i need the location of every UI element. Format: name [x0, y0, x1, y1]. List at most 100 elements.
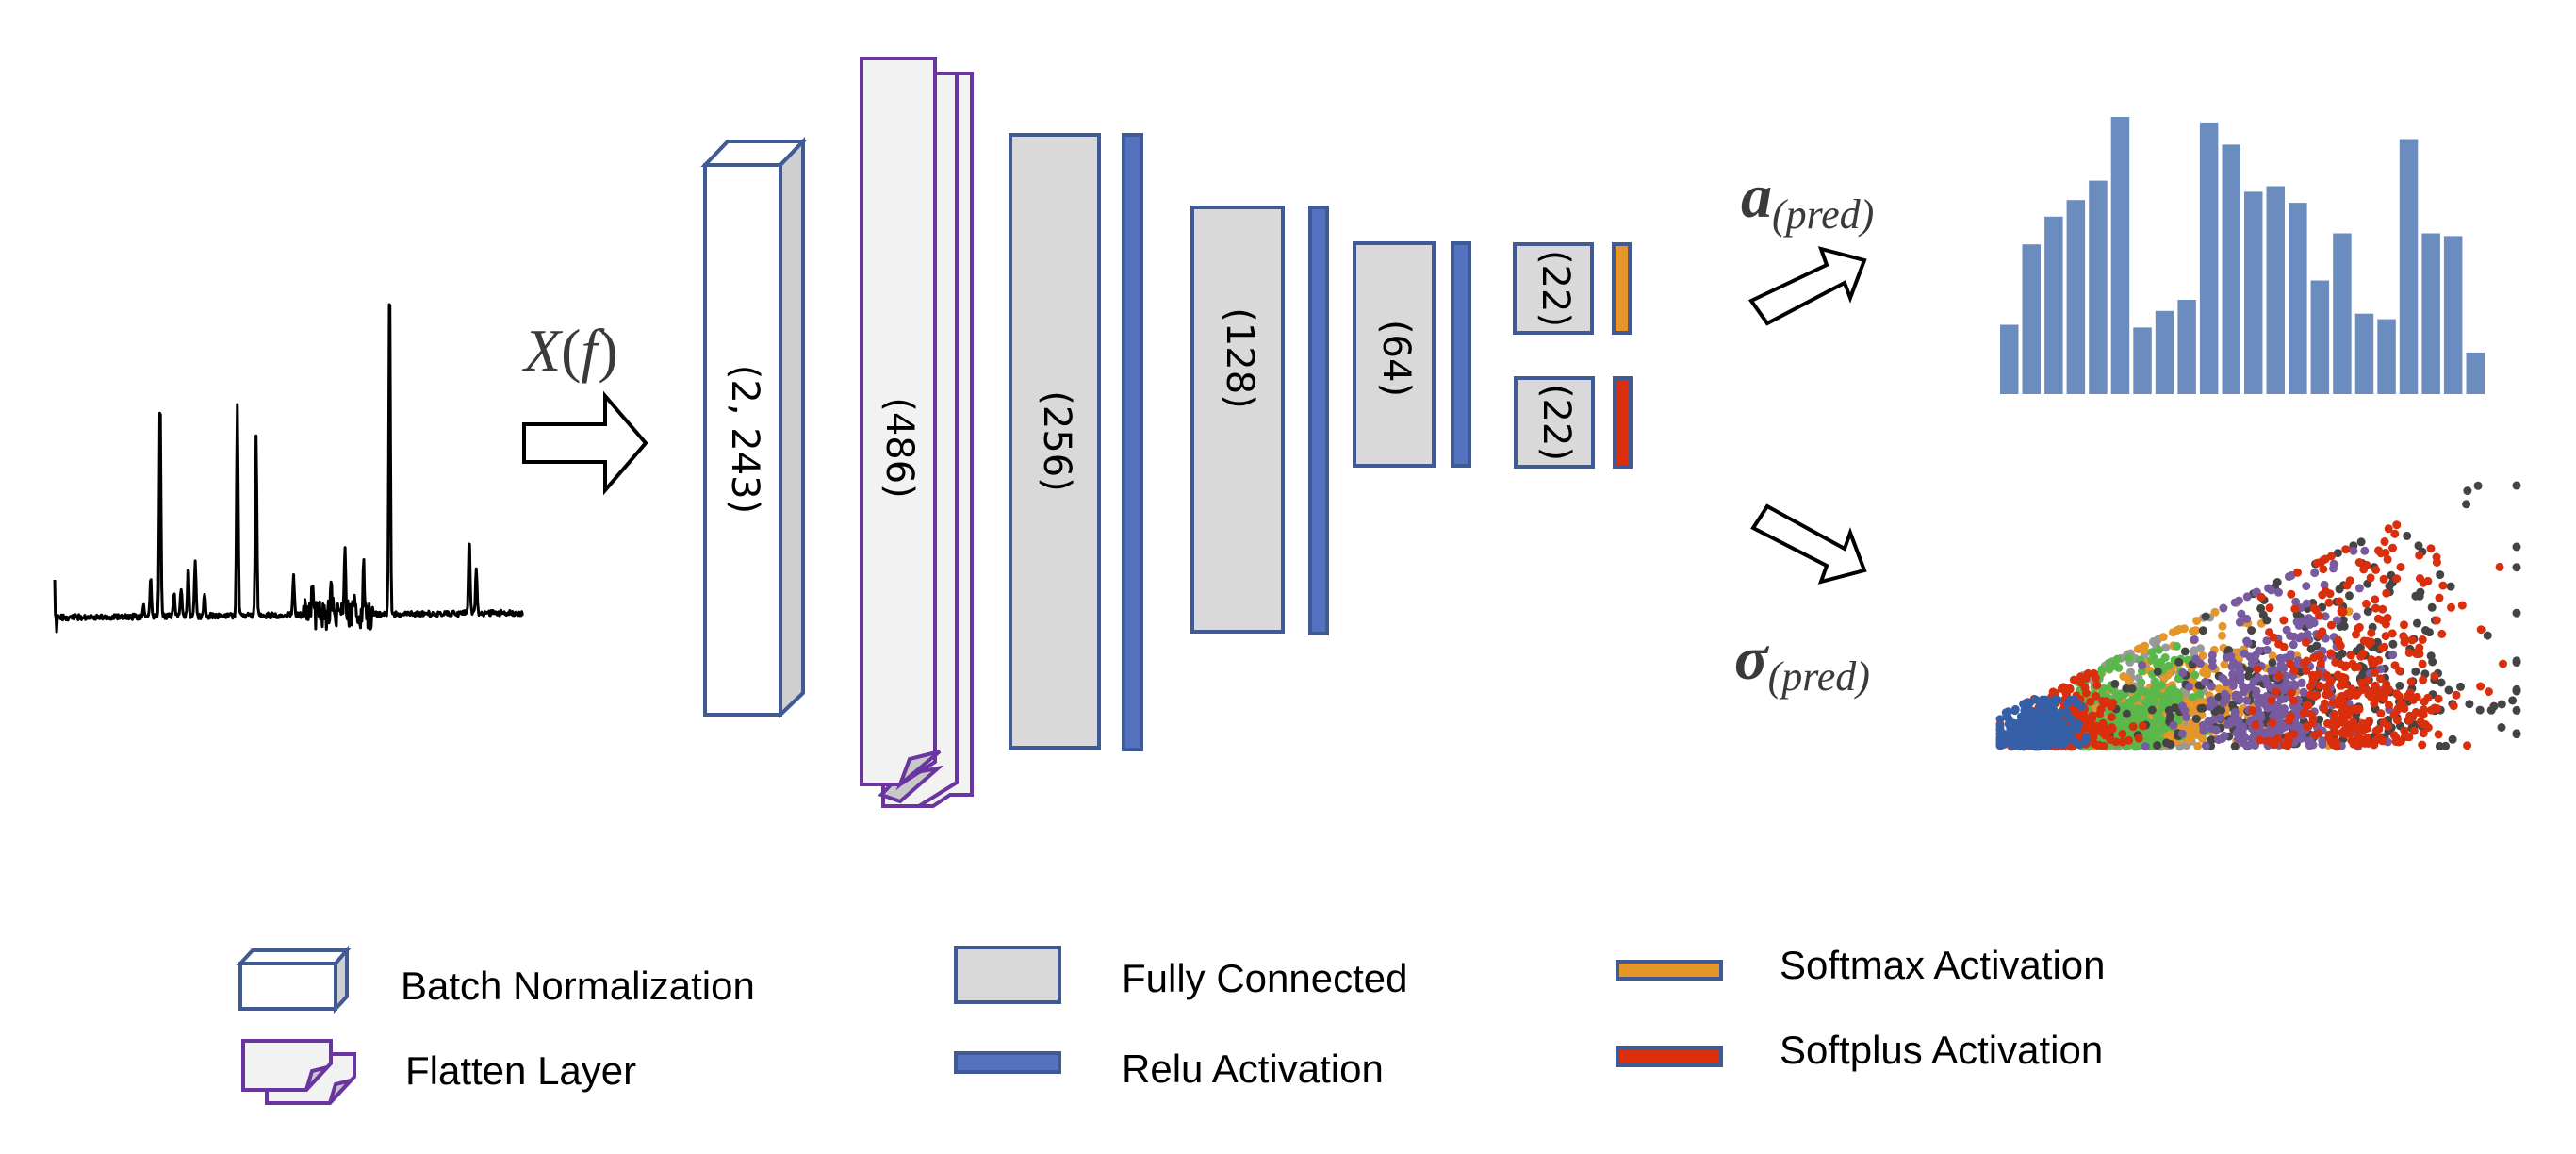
scatter-point — [2476, 625, 2486, 635]
scatter-point — [2218, 673, 2227, 683]
scatter-point — [2247, 658, 2256, 668]
scatter-point — [2137, 678, 2146, 687]
scatter-point — [2230, 707, 2240, 717]
scatter-point — [2210, 607, 2220, 617]
scatter-point — [2357, 685, 2367, 695]
scatter-point — [2192, 617, 2202, 625]
scatter-point — [2371, 603, 2380, 613]
scatter-point — [2198, 651, 2207, 660]
legend-item-flatten: Flatten Layer — [241, 1039, 636, 1105]
scatter-point — [2380, 537, 2389, 546]
scatter-point — [2128, 722, 2138, 732]
scatter-point — [2384, 524, 2393, 534]
scatter-point — [2387, 629, 2397, 638]
scatter-point — [2371, 681, 2380, 690]
scatter-point — [2155, 681, 2164, 690]
scatter-point — [2294, 620, 2304, 630]
scatter-point — [2065, 684, 2075, 693]
scatter-point — [2497, 700, 2506, 709]
scatter-point — [2338, 729, 2347, 737]
scatter-point — [2378, 616, 2387, 625]
scatter-point — [2256, 735, 2265, 745]
scatter-point — [2207, 656, 2217, 666]
scatter-point — [2512, 684, 2521, 694]
flatten-front-page — [860, 57, 937, 786]
scatter-point — [2216, 713, 2225, 722]
scatter-point — [2013, 740, 2022, 750]
scatter-point — [2242, 592, 2252, 602]
scatter-point — [2169, 720, 2178, 730]
legend-label-softplus: Softplus Activation — [1780, 1028, 2103, 1072]
output-sigma-label: σ(pred) — [1734, 624, 1870, 700]
scatter-point — [2404, 649, 2414, 657]
scatter-point — [2301, 637, 2310, 647]
scatter-point — [2279, 616, 2289, 625]
scatter-point — [2448, 734, 2457, 744]
scatter-point — [2272, 707, 2282, 716]
scatter-point — [2357, 678, 2366, 687]
scatter-point — [2167, 693, 2176, 702]
scatter-point — [2347, 736, 2356, 745]
scatter-point — [2251, 720, 2260, 730]
scatter-point — [2306, 682, 2315, 691]
scatter-point — [2302, 701, 2311, 711]
relu-activation-1 — [1122, 133, 1143, 751]
scatter-point — [2486, 705, 2496, 715]
scatter-point — [2382, 588, 2391, 598]
scatter-point — [2437, 629, 2447, 638]
scatter-point — [2427, 602, 2437, 612]
scatter-point — [2403, 731, 2412, 740]
scatter-point — [2141, 742, 2150, 751]
scatter-point — [2381, 632, 2390, 641]
scatter-point — [2195, 689, 2205, 699]
scatter-point — [2335, 597, 2344, 606]
scatter-point — [2352, 630, 2360, 639]
scatter-point — [2264, 584, 2273, 593]
scatter-point — [2371, 595, 2380, 604]
scatter-point — [2299, 687, 2308, 697]
scatter-point — [2405, 688, 2415, 698]
histogram-bar-5 — [2089, 180, 2108, 394]
scatter-point — [2228, 677, 2238, 686]
scatter-point — [2497, 723, 2506, 732]
fc-legend-icon — [954, 946, 1061, 1004]
scatter-point — [2262, 616, 2272, 625]
scatter-point — [2287, 688, 2296, 698]
scatter-point — [2456, 682, 2465, 691]
input-arrow-icon — [522, 390, 648, 496]
scatter-point — [2172, 641, 2181, 651]
scatter-point — [2418, 719, 2427, 729]
scatter-point — [2224, 646, 2234, 654]
scatter-point — [2070, 695, 2079, 704]
scatter-point — [2452, 690, 2461, 700]
scatter-point — [2220, 689, 2229, 699]
scatter-point — [2282, 678, 2291, 687]
scatter-point — [2218, 631, 2226, 640]
scatter-point — [2396, 699, 2405, 708]
scatter-point — [2349, 546, 2358, 555]
scatter-point — [2161, 643, 2171, 652]
output-sigma-arrow-icon — [1750, 503, 1867, 585]
scatter-point — [2434, 730, 2443, 739]
scatter-point — [2180, 706, 2190, 716]
legend-label-softmax: Softmax Activation — [1780, 943, 2106, 987]
scatter-point — [2360, 546, 2370, 555]
histogram-bar-12 — [2244, 191, 2263, 394]
scatter-point — [2302, 666, 2311, 675]
scatter-point — [2136, 686, 2145, 696]
scatter-point — [2512, 542, 2521, 552]
scatter-point — [2080, 683, 2090, 692]
scatter-point — [2512, 481, 2521, 490]
scatter-point — [2499, 659, 2507, 668]
scatter-point — [2345, 591, 2354, 601]
scatter-point — [2076, 672, 2085, 682]
scatter-point — [2415, 643, 2424, 652]
scatter-point — [2449, 701, 2458, 711]
histogram-bar-2 — [2022, 244, 2041, 394]
scatter-point — [2081, 736, 2091, 746]
scatter-point — [2207, 724, 2216, 733]
softplus-activation — [1613, 376, 1633, 469]
scatter-point — [2152, 687, 2161, 697]
scatter-point — [2512, 656, 2521, 666]
